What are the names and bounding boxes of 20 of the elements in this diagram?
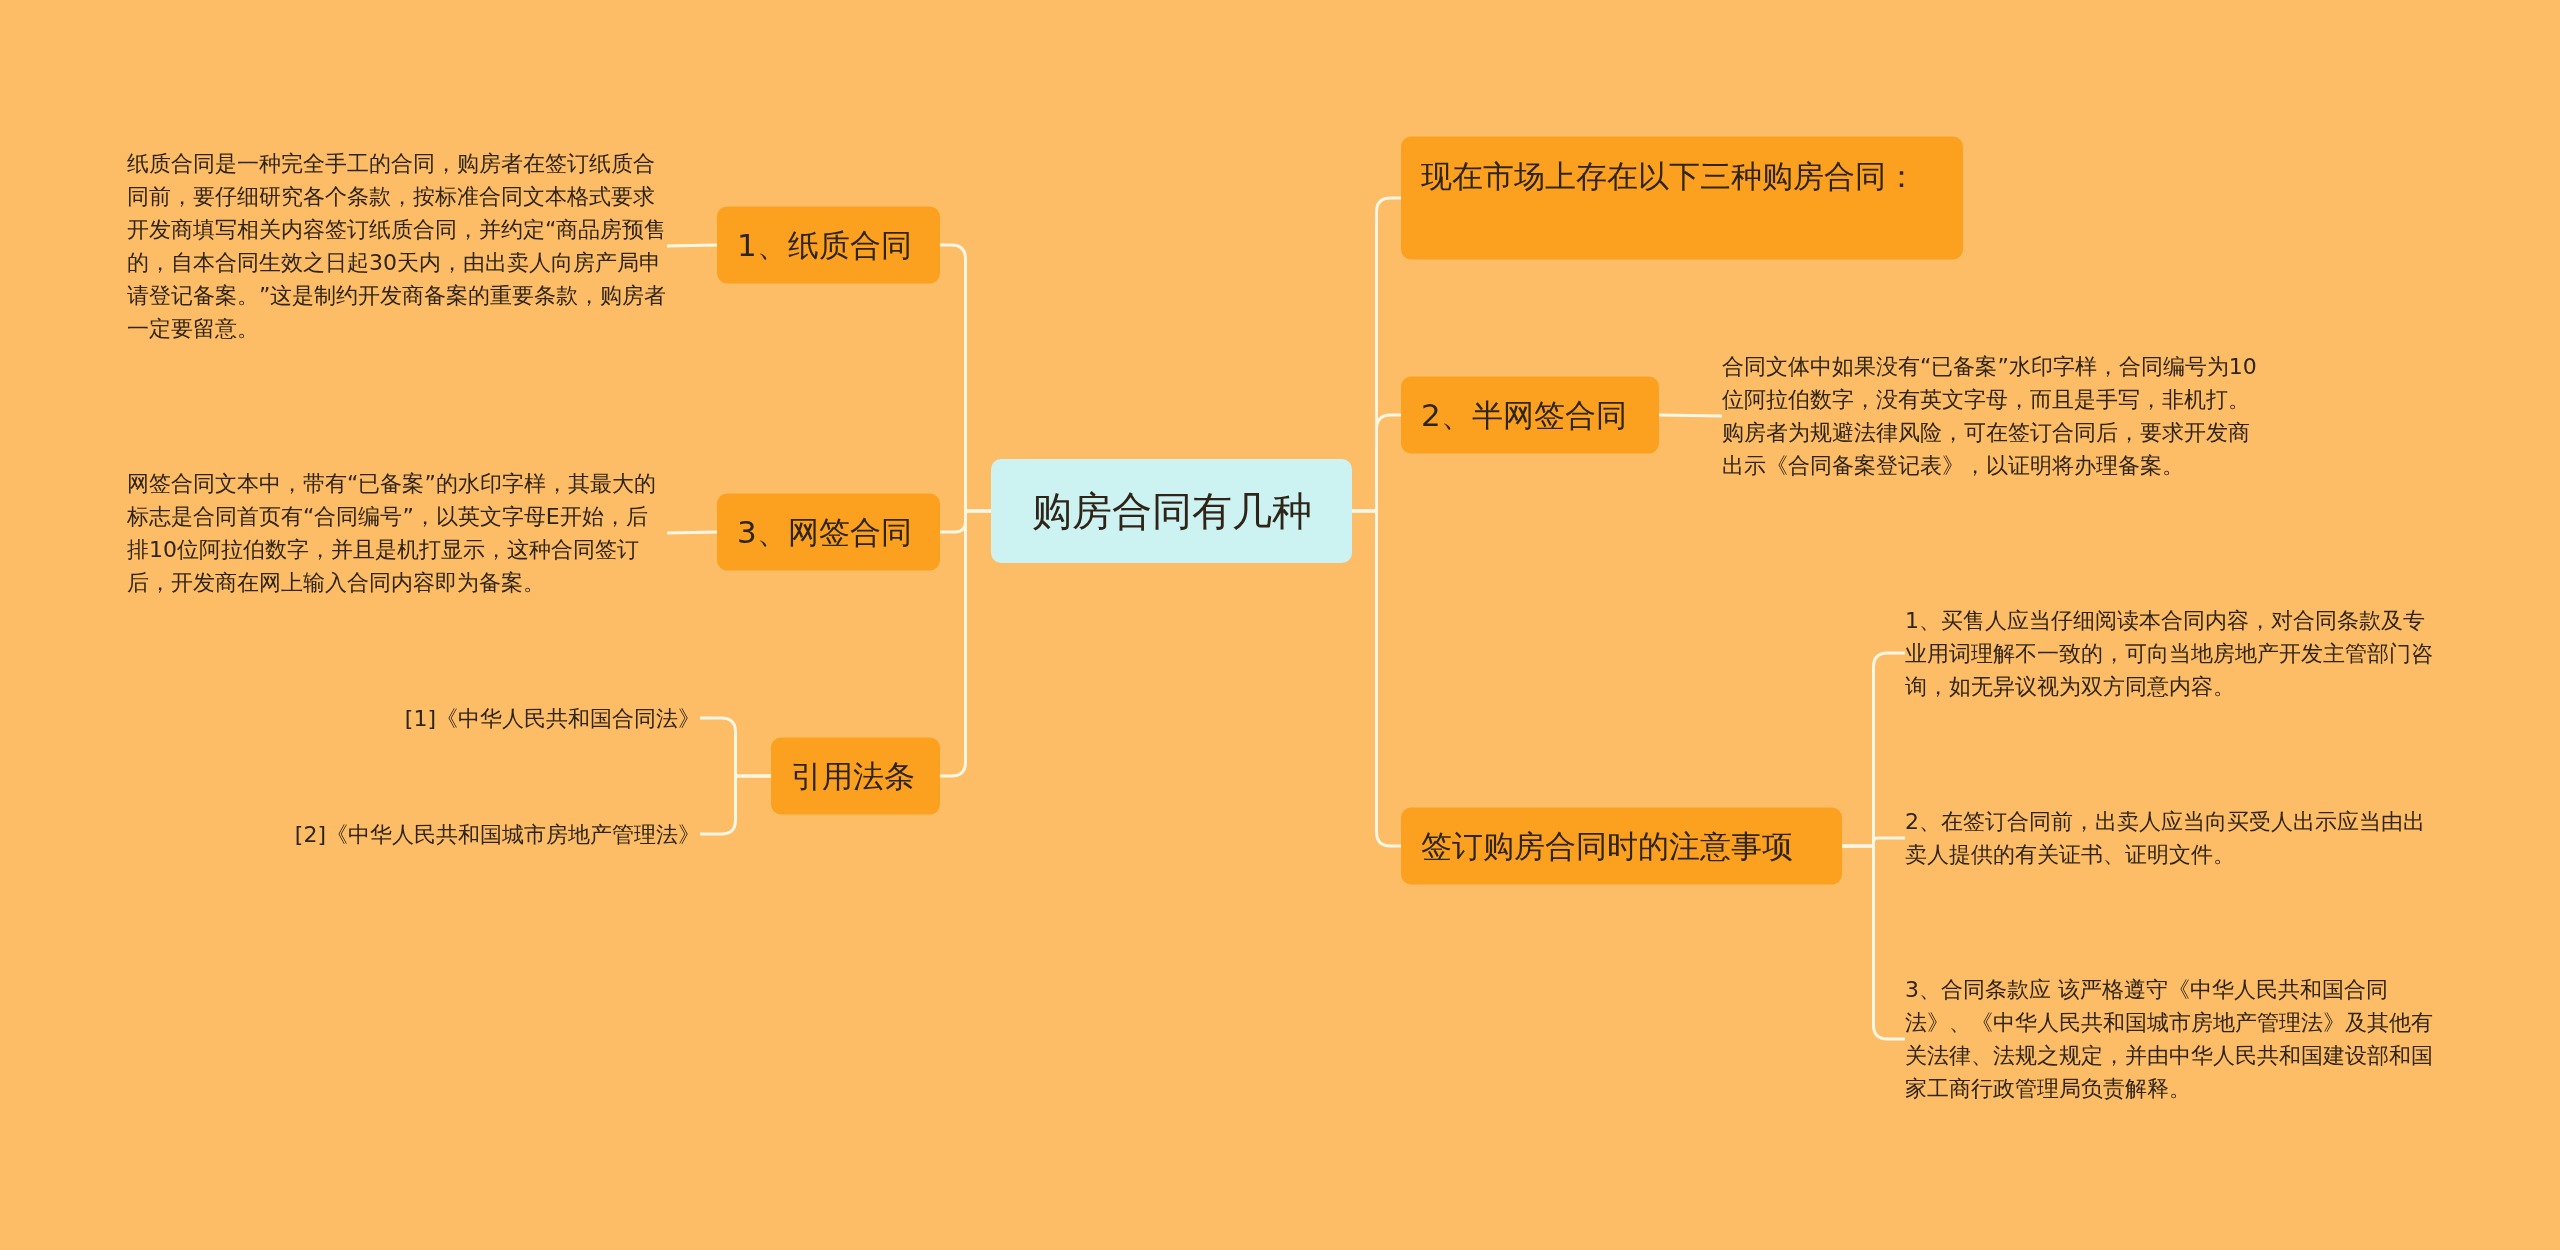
note-text: 纸质合同是一种完全手工的合同，购房者在签订纸质合同前，要仔细研究各个条款，按标准合同文本格式要求开发商填写相关内容签订纸质合同，并约定“商品房预售的，自本合同生效之日起30天内，由出卖人向房产局申请登记备案。”这是制约开发商备案的重要条款，购房者一定要留意。 [127, 147, 667, 345]
topic-box: 现在市场上存在以下三种购房合同： [1401, 136, 1963, 260]
topic-box: 3、网签合同 [717, 493, 940, 571]
connector-line [1352, 509, 1401, 848]
connector-line [1658, 413, 1723, 418]
central-topic-box: 购房合同有几种 [991, 459, 1352, 563]
reference-text: [2]《中华人民共和国城市房地产管理法》 [294, 817, 700, 851]
reference-text: [1]《中华人民共和国合同法》 [404, 701, 700, 735]
connector-line [666, 243, 718, 248]
topic-box: 引用法条 [771, 737, 940, 815]
topic-box: 2、半网签合同 [1401, 376, 1659, 454]
topic-box: 1、纸质合同 [717, 206, 940, 284]
connector-line [666, 530, 718, 535]
note-text: 3、合同条款应 该严格遵守《中华人民共和国合同法》、《中华人民共和国城市房地产管理法》及其他有关法律、法规之规定，并由中华人民共和国建设部和国家工商行政管理局负责解释。 [1905, 973, 2445, 1105]
note-text: 2、在签订合同前，出卖人应当向买受人出示应当由出卖人提供的有关证书、证明文件。 [1905, 805, 2445, 871]
note-text: 合同文体中如果没有“已备案”水印字样，合同编号为10位阿拉伯数字，没有英文字母，而且是手写，非机打。购房者为规避法律风险，可在签订合同后，要求开发商出示《合同备案登记表》，以证明将办理备案。 [1722, 350, 2262, 482]
connector-line [700, 774, 771, 836]
note-text: 网签合同文本中，带有“已备案”的水印字样，其最大的标志是合同首页有“合同编号”，以英文字母E开始，后排10位阿拉伯数字，并且是机打显示，这种合同签订后，开发商在网上输入合同内容即为备案。 [127, 467, 667, 599]
note-text: 1、买售人应当仔细阅读本合同内容，对合同条款及专业用词理解不一致的，可向当地房地产开发主管部门咨询，如无异议视为双方同意内容。 [1905, 603, 2445, 703]
topic-box: 签订购房合同时的注意事项 [1401, 807, 1842, 885]
